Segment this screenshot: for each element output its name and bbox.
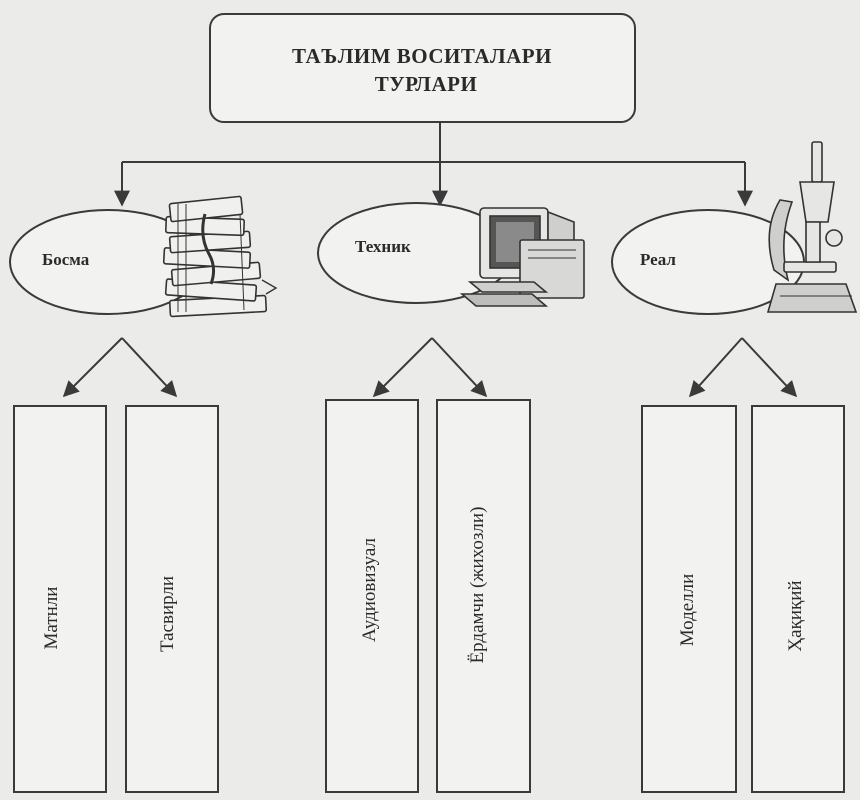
leaf-label-tasvirli: Тасвирли (157, 575, 178, 653)
child-arrows (62, 337, 798, 398)
leaf-box-haqiqiy (751, 405, 845, 793)
title-line-1: ТАЪЛИМ ВОСИТАЛАРИ (292, 44, 552, 68)
leaf-label-haqiqiy: Ҳақиқий (785, 580, 806, 652)
title-box (209, 13, 636, 123)
arrow-to-yordamchi (431, 337, 488, 398)
leaf-label-matnli: Матнли (41, 586, 62, 650)
leaf-box-yordamchi (436, 399, 531, 793)
microscope-icon (766, 141, 858, 313)
leaf-label-modelli: Моделли (677, 573, 698, 647)
arrow-to-modelli (688, 337, 743, 398)
category-label-texnik: Техник (355, 237, 411, 256)
arrow-to-tasvirli (121, 337, 178, 398)
leaf-label-yordamchi: Ёрдамчи (жихозли) (467, 506, 488, 664)
computer-icon (459, 207, 585, 307)
arrow-to-matnli (62, 337, 123, 398)
books-icon (162, 195, 278, 318)
leaf-boxes (13, 399, 845, 793)
connector-lines (114, 122, 753, 207)
leaf-box-audiovizual (325, 399, 419, 793)
leaf-box-tasvirli (125, 405, 219, 793)
title-line-2: ТУРЛАРИ (374, 72, 478, 96)
arrow-to-haqiqiy (741, 337, 798, 398)
leaf-label-audiovizual: Аудиовизуал (359, 538, 380, 642)
leaf-box-matnli (13, 405, 107, 793)
category-label-bosma: Босма (42, 250, 90, 269)
arrow-to-audiovizual (372, 337, 433, 398)
leaf-box-modelli (641, 405, 737, 793)
category-label-real: Реал (640, 250, 676, 269)
